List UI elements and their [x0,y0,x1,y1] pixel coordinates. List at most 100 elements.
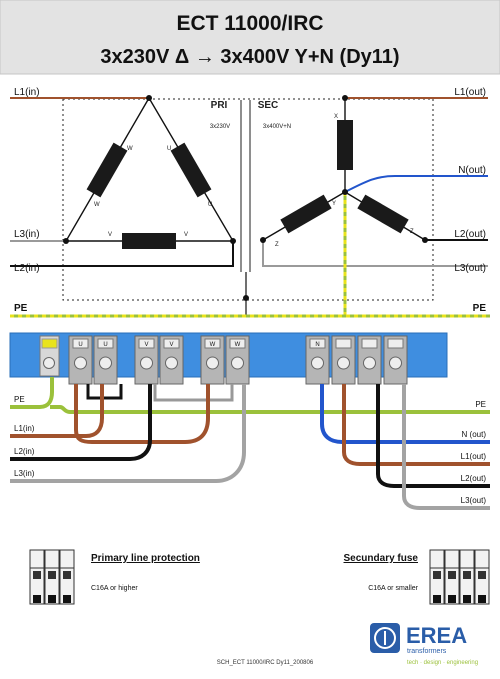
star-coil-z [357,194,409,234]
pe-label-left: PE [14,303,28,314]
breaker-lever [63,571,71,579]
terminal-tab [97,338,114,349]
footer-code: SCH_ECT 11000/IRC Dy11_200806 [217,660,314,666]
cable-label-l2-out: L2(out) [461,474,487,483]
fuse-lever [463,571,471,579]
pri-label: PRI [211,100,228,111]
terminal-screw [389,356,402,370]
cable-l1-in [10,384,104,438]
terminal-tab [229,338,246,349]
terminal-label: U [78,342,82,348]
pe-terminal-tab [41,338,58,349]
cable-label-n-out: N (out) [462,430,487,439]
l3-out-line [262,240,488,267]
pri-terminal-group: U U V V W W [68,335,250,385]
cable-l2-in [10,384,152,461]
star-coil-y [280,194,332,234]
terminal-tab [335,338,352,349]
terminal-tab [309,338,326,349]
terminal-screw [99,356,112,370]
terminal-label: W [235,342,241,348]
l2-in-line [10,241,234,267]
breaker-lever [33,571,41,579]
brand-sub: transformers [407,648,447,655]
jumper-black [86,384,123,400]
cable-label-l1-out: L1(out) [461,452,487,461]
primary-protection-spec: C16A or higher [91,585,138,592]
breaker-clamp [33,595,41,603]
winding-label: V [184,232,188,238]
terminal-tab [387,338,404,349]
fuse-lever [478,571,486,579]
pe-label-right: PE [473,303,487,314]
n-out-label: N(out) [458,165,486,176]
brand-tagline: tech · design · engineering [407,660,478,666]
pri-voltage: 3x230V [210,124,230,130]
cable-l2-out [376,384,490,488]
cable-l3-out [402,384,490,510]
brand-name: EREA [406,623,467,648]
terminal-screw [231,356,244,370]
fuse-clamp [478,595,486,603]
terminal-screw [74,356,87,370]
terminal-tab [204,338,221,349]
star-node-top [342,95,348,101]
terminal-screw [311,356,324,370]
terminal-label: V [144,342,148,348]
star-center-node [342,189,348,195]
delta-coil-w [86,142,128,198]
terminal-screw [363,356,376,370]
delta-triangle [64,96,235,242]
primary-breaker-icon [29,549,75,605]
breaker-clamp [63,595,71,603]
winding-label: W [94,202,100,208]
fuse-clamp [463,595,471,603]
l2-in-label: L2(in) [14,263,40,274]
terminal-label: U [103,342,107,348]
delta-node-right [230,238,236,244]
cable-label-l3-in: L3(in) [14,469,35,478]
pe-terminal-screw [43,357,55,369]
delta-coil-u [170,142,212,198]
delta-coil-v [122,233,176,249]
brand-logo-ring [374,627,396,649]
terminal-screw [165,356,178,370]
cable-label-pe-right: PE [475,400,486,409]
winding-label: X [334,114,338,120]
terminal-tab [163,338,180,349]
star-node-left [260,237,266,243]
star-node-right [422,237,428,243]
sec-label: SEC [258,100,279,111]
delta-node-top [146,95,152,101]
cable-l3-in [10,384,246,483]
l3-out-label: L3(out) [454,263,486,274]
winding-label: Y [332,201,336,207]
terminal-tab [72,338,89,349]
cable-label-l3-out: L3(out) [461,496,487,505]
transformer-boundary [62,98,434,301]
cable-l1-jump [74,384,210,444]
terminal-screw [140,356,153,370]
breaker-lever [48,571,56,579]
terminal-tab [138,338,155,349]
cable-l1-out [342,384,490,466]
delta-node-left [63,238,69,244]
cable-pe-in [10,377,54,409]
fuse-lever [448,571,456,579]
sec-voltage: 3x400V+N [263,124,291,130]
l1-out-label: L1(out) [454,87,486,98]
fuse-clamp [448,595,456,603]
diagram-subtitle: 3x230V Δ → 3x400V Y+N (Dy11) [100,46,399,68]
jumper-grey [153,384,234,402]
winding-label: Z [410,229,414,235]
cable-n-out [320,384,490,444]
winding-label: V [108,232,112,238]
winding-label: Z [275,242,279,248]
brand-logo [370,623,400,653]
terminal-label: V [169,342,173,348]
star-coil-x [337,120,353,170]
secondary-fuse-icon [429,549,490,605]
primary-protection-title: Primary line protection [91,553,200,564]
l3-in-label: L3(in) [14,229,40,240]
